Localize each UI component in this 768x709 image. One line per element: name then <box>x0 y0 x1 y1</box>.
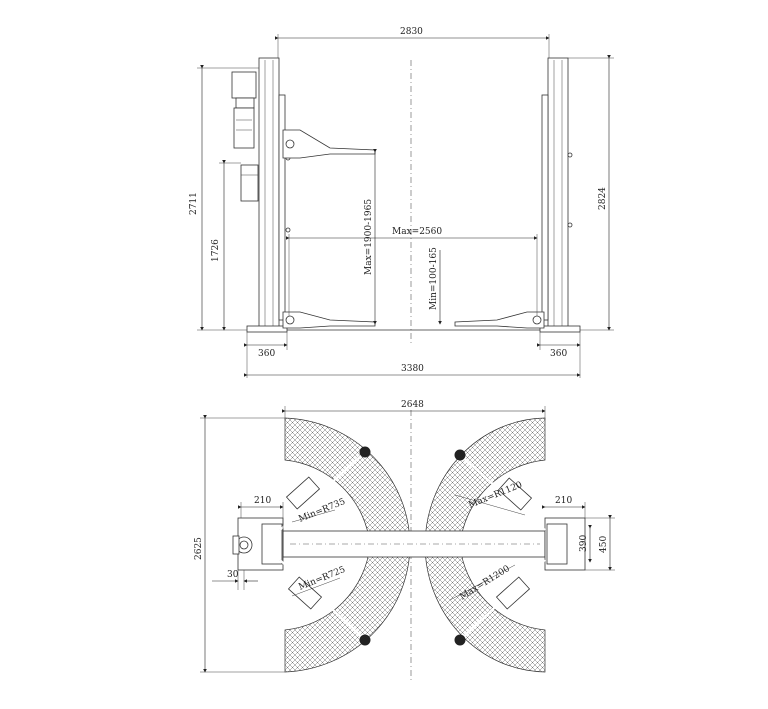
dim-label: 210 <box>555 496 572 506</box>
arm-right-lower <box>454 559 546 646</box>
right-post <box>541 57 573 329</box>
dim-height-right: 2824 <box>568 55 614 331</box>
dim-label: 2830 <box>400 27 423 37</box>
dim-height-control: 1726 <box>211 160 241 331</box>
raised-arm <box>282 129 376 159</box>
plan-view: 2648 2625 210 210 Min=R735 Max=R1120 Min… <box>194 400 615 680</box>
dim-base-right: 360 <box>537 332 581 378</box>
lower-arm-right <box>454 311 545 329</box>
arm-left-lower <box>279 559 371 646</box>
dim-label: 210 <box>254 496 271 506</box>
dim-min-height: Min=100-165 <box>429 247 442 325</box>
dim-label: 3380 <box>401 364 424 374</box>
radius-label-min-r725: Min=R725 <box>297 565 347 593</box>
control-box <box>240 164 259 202</box>
dim-label: 450 <box>599 536 609 553</box>
dim-label: Max=1900-1965 <box>364 199 374 275</box>
right-sweep-area-lower <box>424 544 546 673</box>
arm-right-upper <box>454 449 546 531</box>
right-sweep-area <box>424 417 546 546</box>
dim-label: Min=100-165 <box>429 247 439 310</box>
dim-plan-width: 2648 <box>282 400 546 420</box>
right-column-base <box>544 517 586 571</box>
right-base-plate <box>539 325 581 333</box>
left-column-base <box>232 517 284 571</box>
dim-offset-left: 210 <box>238 496 284 531</box>
dim-label: 2711 <box>189 192 199 215</box>
dim-label: Max=2560 <box>392 227 442 237</box>
dim-offset-right: 210 <box>542 496 586 518</box>
dim-max-arms: Max=2560 <box>286 227 538 316</box>
dim-450: 450 <box>585 515 615 571</box>
dim-label: 1726 <box>211 239 221 262</box>
dim-width-top: 2830 <box>275 27 550 58</box>
dim-label: 390 <box>579 535 589 552</box>
motor-unit <box>231 71 257 149</box>
left-sweep-area-lower <box>284 544 411 673</box>
dim-max-height: Max=1900-1965 <box>364 149 377 325</box>
dim-390: 390 <box>579 525 592 563</box>
dim-base-left: 360 <box>244 332 288 378</box>
dim-gap-left: 30 <box>212 570 258 590</box>
dim-plan-depth: 2625 <box>194 415 285 673</box>
dim-label: 2824 <box>598 187 608 210</box>
dim-label: 30 <box>227 570 239 580</box>
dim-label: 360 <box>258 349 275 359</box>
dim-label: 360 <box>550 349 567 359</box>
floor-cover-plate <box>282 530 546 558</box>
lower-arm-left <box>282 311 376 329</box>
dim-label: 2625 <box>194 537 204 560</box>
dim-label: 2648 <box>401 400 424 410</box>
front-elevation: 2830 2711 1726 2824 Max=2560 <box>189 27 614 378</box>
left-base-plate <box>246 325 288 333</box>
arm-left-upper <box>279 446 371 531</box>
left-post <box>258 57 291 329</box>
dim-height-left: 2711 <box>189 65 259 331</box>
dim-total-width: 3380 <box>244 364 581 377</box>
